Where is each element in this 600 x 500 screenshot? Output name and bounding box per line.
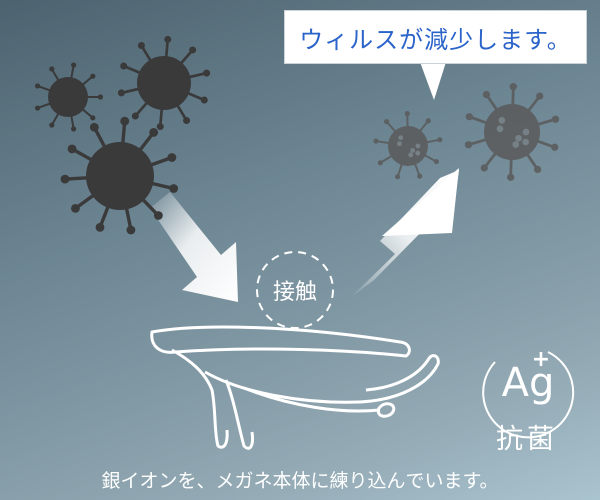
virus-spike-tip	[95, 222, 105, 232]
virus-spike-tip	[417, 173, 423, 179]
virus-spike-tip	[464, 141, 473, 149]
callout-text: ウィルスが減少します。	[299, 25, 572, 54]
virus-body	[86, 142, 154, 210]
virus-spike-tip	[183, 116, 191, 124]
virus-body	[388, 126, 428, 166]
virus-body	[48, 77, 88, 117]
virus-spike-tip	[49, 122, 55, 128]
virus-spike-tip	[425, 118, 431, 124]
virus-spike-tip	[480, 164, 488, 172]
virus-spike-tip	[120, 62, 128, 70]
virus-spike-tip	[153, 211, 163, 220]
virus-group	[34, 35, 560, 235]
virus-spike-tip	[203, 69, 211, 77]
callout-pointer	[420, 62, 446, 100]
virus-spike-tip	[482, 90, 491, 99]
virus-spike-tip	[551, 143, 559, 151]
arrow-up-head	[382, 168, 459, 236]
virus-spike-tip	[437, 137, 443, 143]
virus-spike-tip	[90, 115, 96, 121]
virus-erosion-spot	[397, 141, 402, 147]
virus-erosion-spot	[496, 125, 504, 133]
virus-spike-tip	[131, 112, 139, 120]
virus-erosion-spot	[515, 134, 522, 142]
virus-spike-tip	[49, 66, 55, 72]
virus-spike-tip	[120, 116, 130, 126]
virus-spike-tip	[34, 105, 41, 111]
virus-spike-tip	[89, 122, 99, 132]
virus-body	[484, 104, 540, 160]
silver-plus-sign: +	[531, 347, 551, 372]
virus-spike-tip	[126, 225, 136, 235]
virus-spike-tip	[71, 62, 77, 68]
virus-erosion-spot	[398, 135, 404, 141]
virus-spike-tip	[169, 184, 179, 193]
virus-spike-tip	[164, 35, 172, 43]
virus-erosion-spot	[415, 143, 421, 149]
arrow-down-icon	[150, 192, 238, 302]
virus-spike-tip	[200, 96, 208, 104]
virus-spike-tip	[533, 165, 542, 174]
virus-spike-tip	[377, 160, 383, 166]
virus-spike-tip	[156, 123, 164, 131]
virus-spike-tip	[137, 42, 145, 50]
virus-spike-tip	[536, 92, 544, 100]
virus-spike-tip	[97, 94, 103, 100]
virus-spike-tip	[117, 89, 125, 97]
virus-spike-tip	[34, 83, 41, 89]
virus-spike-tip	[71, 203, 80, 213]
contact-label: 接触	[272, 280, 317, 305]
virus-spike-tip	[404, 111, 410, 117]
virus-erosion-spot	[408, 152, 414, 158]
virus-spike-tip	[71, 126, 77, 132]
virus-icon	[34, 62, 103, 132]
virus-spike-tip	[394, 174, 401, 180]
virus-erosion-spot	[522, 128, 530, 136]
virus-spike-tip	[551, 115, 560, 123]
virus-spike-tip	[373, 138, 379, 144]
virus-icon	[60, 116, 179, 235]
virus-spike-tip	[149, 127, 159, 137]
virus-spike-tip	[384, 119, 390, 125]
silver-ring	[482, 351, 575, 439]
antibacterial-label: 抗菌	[496, 424, 558, 455]
virus-erosion-spot	[410, 148, 416, 153]
virus-spike-tip	[60, 174, 70, 184]
virus-body	[137, 56, 191, 110]
contact-circle	[256, 251, 334, 329]
callout-box: ウィルスが減少します。	[284, 10, 587, 64]
virus-erosion-spot	[522, 138, 530, 146]
virus-icon	[373, 111, 443, 180]
virus-spike-tip	[507, 173, 515, 181]
glasses-frame-icon	[150, 325, 440, 450]
virus-spike-tip	[90, 73, 96, 79]
virus-spike-tip	[189, 46, 197, 54]
virus-spike-tip	[509, 83, 517, 91]
virus-spike-tip	[433, 158, 440, 165]
virus-icon	[117, 35, 211, 131]
virus-spike-tip	[67, 144, 77, 154]
virus-erosion-spot	[498, 116, 506, 124]
caption: 銀イオンを、メガネ本体に練り込んでいます。	[101, 470, 499, 492]
virus-spike-tip	[465, 113, 473, 121]
virus-icon	[464, 83, 560, 181]
silver-ion-icon: Ag	[501, 360, 555, 406]
virus-erosion-spot	[512, 141, 520, 148]
virus-spike-tip	[167, 153, 177, 162]
virus-erosion-spot	[415, 150, 421, 156]
